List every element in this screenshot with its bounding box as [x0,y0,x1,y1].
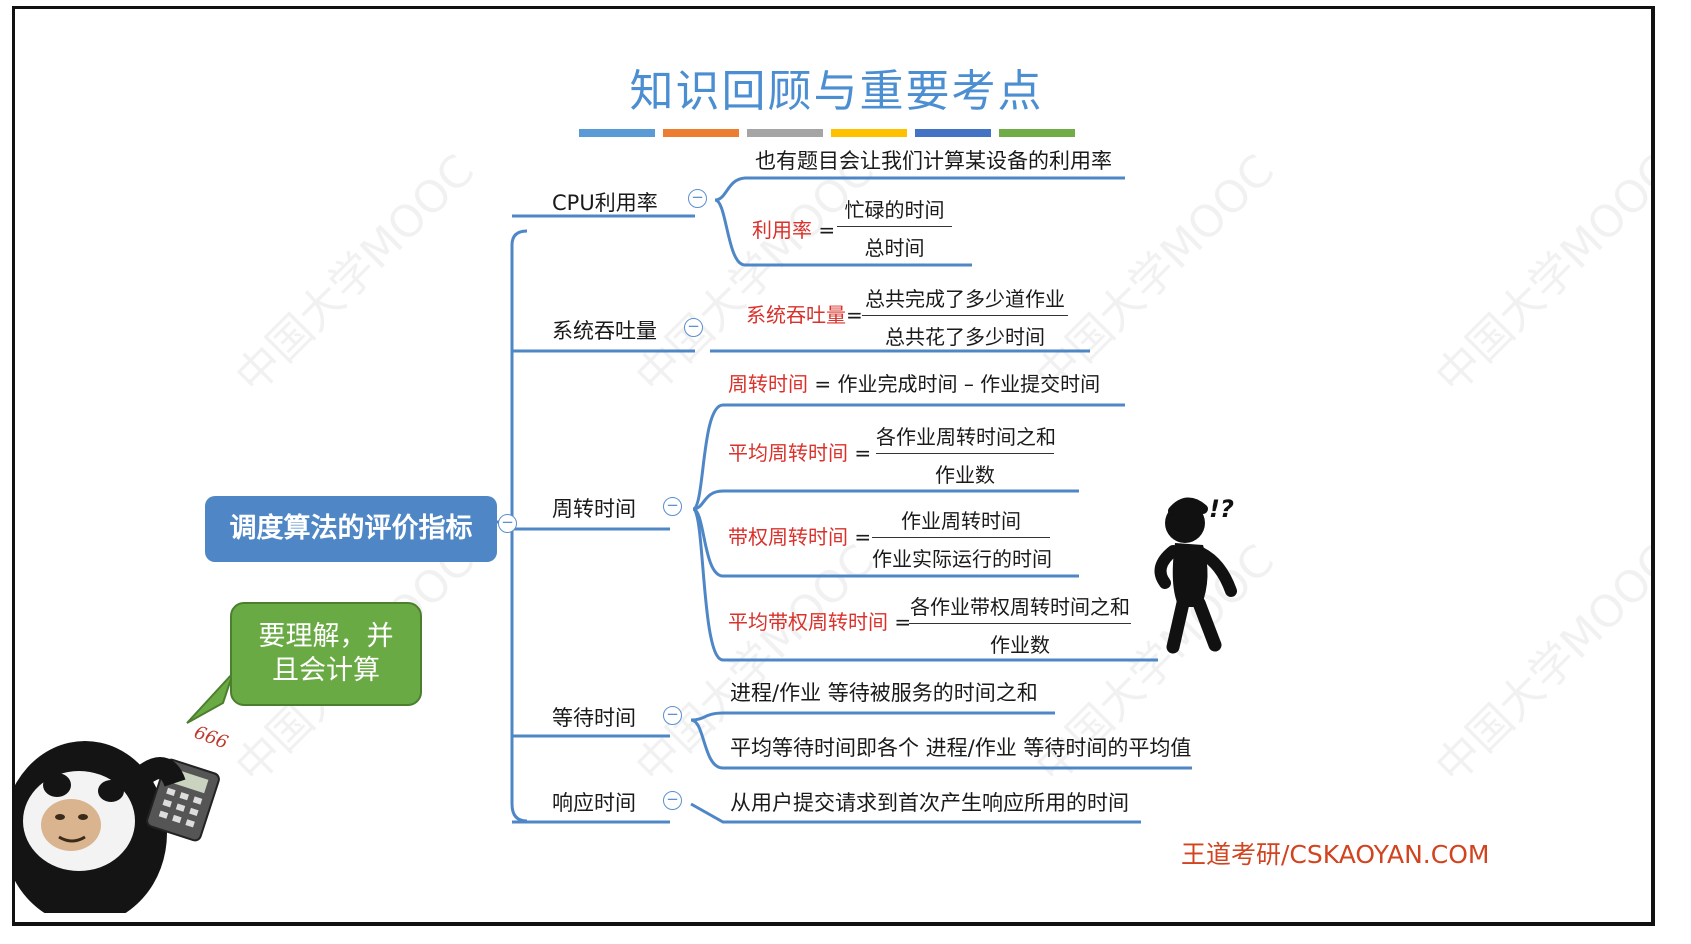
fraction-bar [862,315,1068,316]
brand-footer: 王道考研/CSKAOYAN.COM [1181,840,1490,869]
throughput-fraction: 总共完成了多少道作业 总共花了多少时间 [862,283,1068,350]
confused-figure-illustration: !? [1154,495,1237,654]
avg-turnaround-label: 平均周转时间 = [728,437,871,466]
slide: 中国大学MOOC 中国大学MOOC 中国大学MOOC 中国大学MOOC 中国大学… [12,6,1655,926]
branch-label-turnaround: 周转时间 [552,497,636,521]
collapse-icon[interactable]: − [688,189,707,208]
collapse-icon[interactable]: − [663,791,682,810]
formula-equals: = [894,610,912,634]
root-node: 调度算法的评价指标 [205,496,497,562]
response-item-1: 从用户提交请求到首次产生响应所用的时间 [730,791,1129,815]
bubble-tail [186,672,234,724]
denominator: 作业数 [990,633,1050,657]
bubble-line-1: 要理解，并 [258,621,394,652]
weighted-turnaround-label: 带权周转时间 = [728,521,871,550]
branch-label-waiting: 等待时间 [552,706,636,730]
formula-equals: = [846,303,863,327]
cpu-formula-label: 利用率 = [752,214,835,243]
confused-mark: !? [1209,495,1234,523]
collapse-icon[interactable]: − [663,497,682,516]
fraction-bar [837,226,952,227]
title-color-bar [579,129,1075,137]
numerator: 总共完成了多少道作业 [865,287,1065,311]
weighted-turnaround-fraction: 作业周转时间 作业实际运行的时间 [872,505,1052,572]
color-segment [579,129,655,137]
branch-label-response: 响应时间 [552,791,636,815]
mindmap-connectors [485,176,1192,824]
calculator-label: 666 [191,722,230,753]
formula-name: 平均周转时间 [728,441,848,465]
fraction-bar [872,537,1050,538]
collapse-icon[interactable]: − [663,706,682,725]
formula-name: 利用率 [752,218,812,242]
avg-weighted-turnaround-fraction: 各作业带权周转时间之和 作业数 [909,591,1131,658]
numerator: 作业周转时间 [901,509,1021,533]
waiting-item-2: 平均等待时间即各个 进程/作业 等待时间的平均值 [730,736,1192,760]
formula-equals: = [854,441,872,465]
formula-equals: = [818,218,836,242]
color-segment [915,129,991,137]
avg-turnaround-fraction: 各作业周转时间之和 作业数 [876,421,1056,488]
formula-name: 带权周转时间 [728,525,848,549]
speech-bubble: 要理解，并 且会计算 [230,602,422,706]
slide-title: 知识回顾与重要考点 [629,66,1044,117]
cpu-fraction: 忙碌的时间 总时间 [837,194,952,261]
turnaround-definition: 周转时间 = 作业完成时间 – 作业提交时间 [728,368,1100,397]
fraction-bar [909,623,1131,624]
panda-meme-illustration: 666 [15,722,231,913]
branch-label-throughput: 系统吞吐量 [552,319,657,343]
cpu-note: 也有题目会让我们计算某设备的利用率 [755,149,1112,173]
numerator: 各作业带权周转时间之和 [910,595,1130,619]
branch-label-cpu: CPU利用率 [552,191,658,215]
color-segment [831,129,907,137]
waiting-item-1: 进程/作业 等待被服务的时间之和 [730,681,1038,705]
denominator: 总时间 [864,236,925,260]
color-segment [663,129,739,137]
denominator: 作业实际运行的时间 [872,547,1052,571]
throughput-formula-label: 系统吞吐量= [746,299,863,328]
formula-rest: = 作业完成时间 – 作业提交时间 [808,372,1101,396]
color-segment [747,129,823,137]
fraction-bar [876,453,1054,454]
formula-name: 平均带权周转时间 [728,610,888,634]
denominator: 总共花了多少时间 [885,325,1045,349]
color-segment [999,129,1075,137]
formula-equals: = [854,525,872,549]
formula-name: 周转时间 [728,372,808,396]
formula-name: 系统吞吐量 [746,303,846,327]
bubble-line-2: 且会计算 [272,655,380,686]
numerator: 忙碌的时间 [844,198,945,222]
avg-weighted-turnaround-label: 平均带权周转时间 = [728,606,911,635]
collapse-icon[interactable]: − [684,318,703,337]
collapse-icon[interactable]: − [498,514,517,533]
numerator: 各作业周转时间之和 [876,425,1056,449]
denominator: 作业数 [935,463,995,487]
